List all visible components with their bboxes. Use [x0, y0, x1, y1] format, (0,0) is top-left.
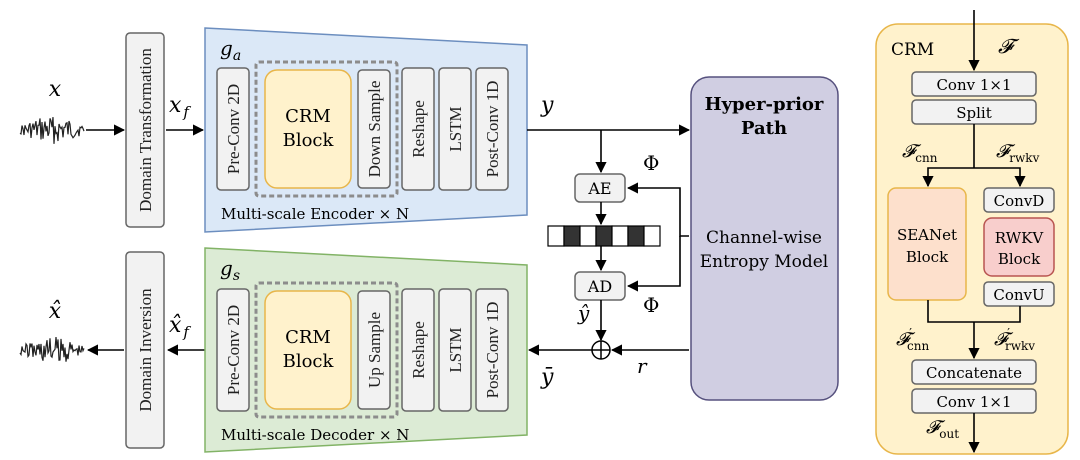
- label-y-bar: ȳ: [540, 365, 554, 390]
- bitstream-cell: [611, 225, 629, 247]
- encoder-caption: Multi-scale Encoder × N: [221, 205, 409, 223]
- domain-inversion-label: Domain Inversion: [136, 288, 155, 412]
- crm-split-label: Split: [956, 104, 992, 122]
- decoder-post-conv-box: [475, 288, 509, 412]
- label-x-hat: x̂: [49, 299, 62, 324]
- encoder-lstm-box: [438, 67, 472, 191]
- ad-label: AD: [587, 277, 612, 296]
- output-waveform: [19, 337, 85, 362]
- encoder-pre-conv-box: [216, 67, 250, 191]
- crm-seanet-label-2: Block: [906, 248, 949, 266]
- crm-seanet-label-1: SEANet: [897, 226, 957, 244]
- decoder-caption: Multi-scale Decoder × N: [221, 426, 409, 444]
- encoder-pre-conv-label: Pre-Conv 2D: [224, 84, 243, 174]
- crm-detail-title: CRM: [891, 40, 934, 60]
- decoder-up-sample-label: Up Sample: [365, 312, 384, 388]
- encoder-post-conv-label: Post-Conv 1D: [483, 81, 502, 178]
- crm-convu-box: [983, 281, 1055, 307]
- label-r: r: [637, 354, 648, 378]
- label-x: x: [49, 77, 62, 102]
- decoder-crm-label-2: Block: [283, 351, 335, 372]
- decoder-lstm-box: [438, 288, 472, 412]
- bitstream-cell: [627, 225, 645, 247]
- bitstream-cell: [547, 225, 565, 247]
- decoder-crm-block: [264, 290, 352, 410]
- crm-conv-bottom-label: Conv 1×1: [936, 393, 1011, 411]
- crm-conv-top-box: [911, 71, 1037, 97]
- hyperprior-title-2: Path: [741, 118, 787, 139]
- encoder-down-sample-box: [357, 69, 391, 189]
- decoder-pre-conv-box: [216, 288, 250, 412]
- bitstream-cell: [595, 225, 613, 247]
- domain-transformation-box: [125, 32, 165, 228]
- decoder-crm-label-1: CRM: [285, 327, 331, 348]
- label-y: y: [540, 93, 554, 118]
- crm-branch-cnn: [922, 167, 974, 188]
- encoder-crm-label-1: CRM: [285, 106, 331, 127]
- encoder-crm-group: [254, 60, 399, 198]
- decoder-pre-conv-label: Pre-Conv 2D: [224, 305, 243, 395]
- decoder-up-sample-box: [357, 290, 391, 410]
- label-phi-top: Φ: [643, 151, 659, 175]
- ae-box: [574, 173, 626, 203]
- ae-label: AE: [587, 179, 611, 198]
- crm-convd-label: ConvD: [994, 192, 1045, 210]
- domain-transformation-label: Domain Transformation: [136, 48, 155, 212]
- label-x-hat-f: x̂f: [169, 313, 191, 341]
- encoder-crm-block: [264, 69, 352, 189]
- crm-conv-top-label: Conv 1×1: [936, 76, 1011, 94]
- encoder-down-sample-label: Down Sample: [365, 81, 384, 178]
- decoder-reshape-box: [401, 288, 435, 412]
- encoder-lstm-label: LSTM: [446, 106, 465, 151]
- encoder-reshape-box: [401, 67, 435, 191]
- label-y-hat: ŷ: [577, 301, 590, 325]
- bitstream-cell: [579, 225, 597, 247]
- crm-merge-rwkv: [974, 306, 1021, 323]
- encoder-reshape-label: Reshape: [409, 100, 428, 158]
- crm-concat-label: Concatenate: [926, 364, 1022, 382]
- decoder-lstm-label: LSTM: [446, 327, 465, 372]
- decoder-post-conv-label: Post-Conv 1D: [483, 302, 502, 399]
- hyperprior-box: [690, 76, 839, 401]
- crm-detail-container: [875, 23, 1069, 455]
- crm-merge-cnn: [927, 300, 974, 323]
- crm-concat-box: [911, 359, 1037, 385]
- hyperprior-body-1: Channel-wise: [706, 228, 822, 248]
- decoder-reshape-label: Reshape: [409, 321, 428, 379]
- crm-branch-rwkv: [974, 167, 1026, 188]
- bitstream-cell: [643, 225, 661, 247]
- domain-inversion-box: [125, 251, 165, 449]
- crm-convu-label: ConvU: [993, 286, 1044, 304]
- crm-convd-box: [983, 187, 1055, 213]
- crm-rwkv-block: [983, 217, 1055, 277]
- hyperprior-title-1: Hyper-prior: [705, 94, 824, 115]
- hyperprior-body-2: Entropy Model: [700, 252, 828, 272]
- crm-seanet-block: [887, 187, 967, 301]
- bitstream: [547, 225, 661, 247]
- decoder-crm-group: [254, 281, 399, 419]
- bitstream-cell: [563, 225, 581, 247]
- phi-line-to-ad: [626, 236, 681, 292]
- phi-line-to-ae: [626, 182, 689, 237]
- encoder-crm-label-2: Block: [283, 130, 335, 151]
- encoder-post-conv-box: [475, 67, 509, 191]
- input-waveform: [19, 117, 85, 144]
- crm-rwkv-label-2: Block: [998, 250, 1041, 268]
- label-phi-bottom: Φ: [643, 293, 659, 317]
- crm-rwkv-label-1: RWKV: [995, 229, 1045, 247]
- ad-box: [574, 271, 626, 301]
